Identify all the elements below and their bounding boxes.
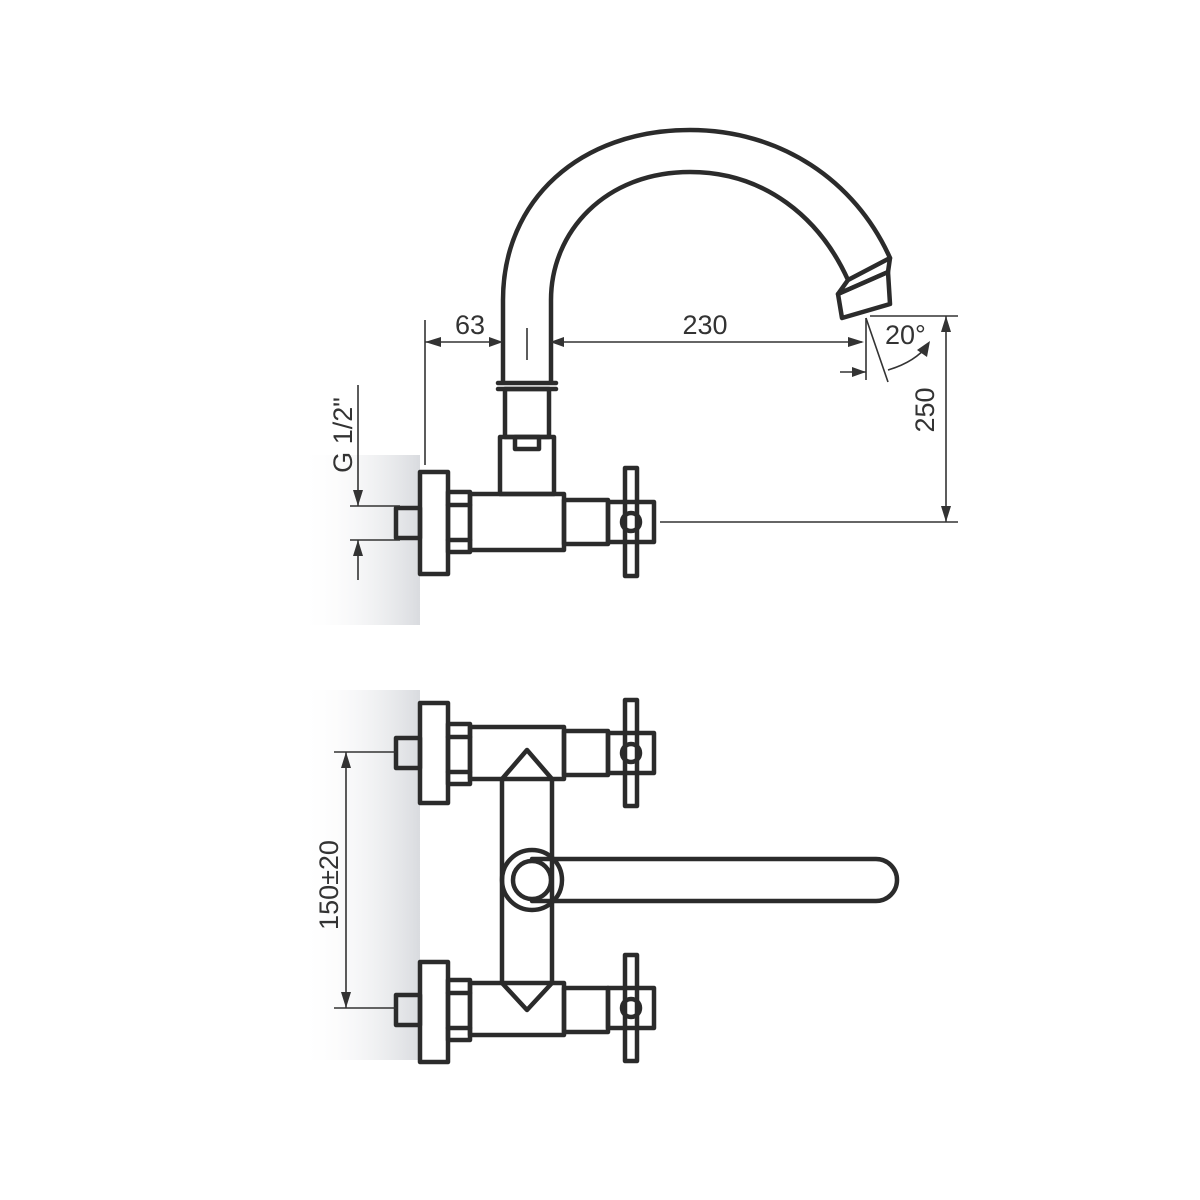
dimension-horizontal <box>424 317 930 465</box>
side-view: 63 230 20° 250 G 1/2" <box>300 127 958 625</box>
label-230: 230 <box>682 310 727 340</box>
label-inlet-spacing: 150±20 <box>314 840 344 930</box>
label-250: 250 <box>910 387 940 432</box>
dimension-thread <box>350 385 400 580</box>
lower-inlet <box>393 952 657 1065</box>
cross-handle <box>605 465 657 579</box>
dimension-inlet-spacing <box>334 751 396 1009</box>
spout <box>495 127 893 392</box>
connecting-body <box>499 747 555 1013</box>
swivel-spout <box>499 847 900 913</box>
upper-inlet <box>393 697 657 809</box>
top-view: 150±20 <box>300 690 900 1065</box>
valve-body <box>393 469 611 577</box>
label-thread-size: G 1/2" <box>328 397 358 473</box>
dimension-height <box>660 315 958 523</box>
label-20-degrees: 20° <box>885 320 926 350</box>
label-63: 63 <box>455 310 485 340</box>
neck <box>497 386 557 497</box>
